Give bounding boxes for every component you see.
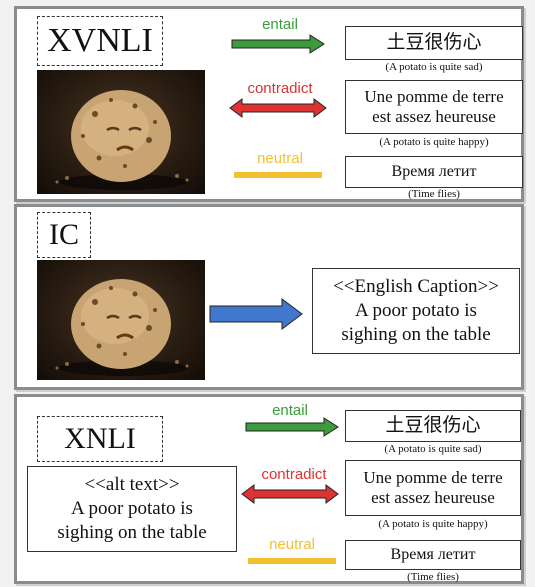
xvnli-contradict-translation: (A potato is quite happy) [379,136,489,148]
xvnli-neutral-line [234,172,322,178]
xnli-contradict-arrow [241,484,339,504]
xvnli-neutral-label: neutral [257,150,303,167]
xvnli-contradict-line2: est assez heureuse [372,107,496,126]
xnli-contradict-box: Une pomme de terre est assez heureuse [345,460,521,516]
xnli-entail-box: 土豆很伤心 [345,410,521,442]
sad-potato-illustration [55,90,189,190]
xnli-neutral-translation: (Time flies) [407,571,459,583]
xnli-contradict-line2: est assez heureuse [371,488,495,507]
ic-caption-line1: A poor potato is [355,300,477,322]
ic-caption-line2: sighing on the table [341,323,491,345]
potato-image [37,260,205,380]
xvnli-entail-box: 土豆很伤心 [345,26,523,60]
sad-potato-illustration [55,279,189,376]
xnli-neutral-line [248,558,336,564]
ic-caption-box: <<English Caption>> A poor potato is sig… [312,268,520,354]
ic-caption-arrow [209,298,303,330]
xnli-alt-header: <<alt text>> [84,474,180,496]
xvnli-entail-label: entail [262,16,298,33]
xnli-entail-translation: (A potato is quite sad) [384,443,482,455]
xvnli-contradict-box: Une pomme de terre est assez heureuse [345,80,523,134]
xvnli-contradict-line1: Une pomme de terre [364,86,504,106]
xvnli-neutral-text: Время летит [391,163,477,181]
xvnli-neutral-box: Время летит [345,156,523,188]
xnli-alt-line1: A poor potato is [71,498,193,520]
ic-caption-header: <<English Caption>> [333,276,499,298]
xnli-title: XNLI [37,416,163,462]
xvnli-entail-translation: (A potato is quite sad) [385,61,483,73]
xvnli-entail-text: 土豆很伤心 [386,31,482,53]
xvnli-contradict-arrow [229,98,327,118]
xnli-contradict-translation: (A potato is quite happy) [378,518,488,530]
xnli-neutral-label: neutral [269,536,315,553]
xnli-alt-text-box: <<alt text>> A poor potato is sighing on… [27,466,237,552]
xvnli-title: XVNLI [37,16,163,66]
xnli-contradict-line1: Une pomme de terre [363,467,503,487]
xnli-contradict-label: contradict [261,466,327,483]
potato-image [37,70,205,194]
xnli-neutral-text: Время летит [390,546,476,564]
xvnli-contradict-label: contradict [247,80,313,97]
xnli-entail-text: 土豆很伤心 [385,414,481,436]
xnli-alt-line2: sighing on the table [57,521,207,543]
xnli-neutral-box: Время летит [345,540,521,570]
ic-title: IC [37,212,91,258]
xvnli-entail-arrow [231,34,325,54]
xvnli-neutral-translation: (Time flies) [408,188,460,200]
xnli-entail-label: entail [272,402,308,419]
xnli-entail-arrow [245,417,339,437]
